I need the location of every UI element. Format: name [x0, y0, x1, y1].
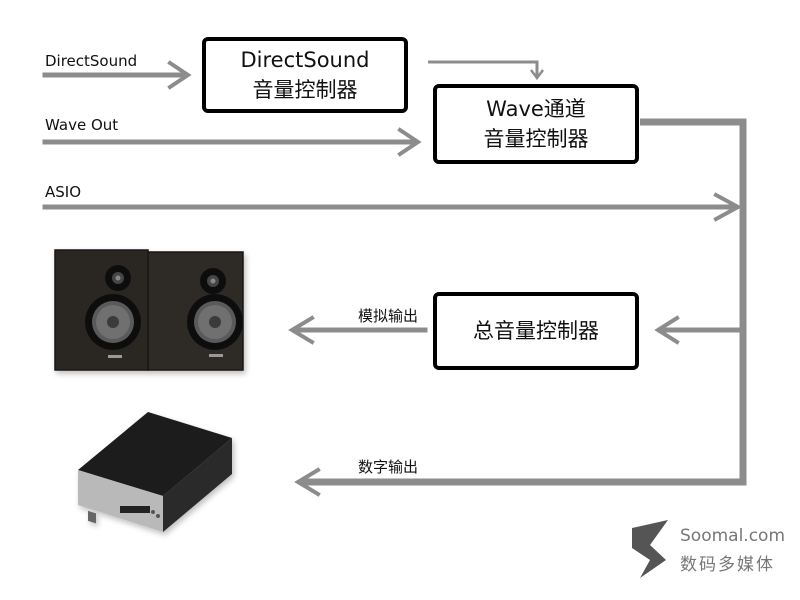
digital-audio-device-image — [78, 412, 232, 532]
directsound-to-wave-connector — [428, 60, 544, 81]
bookshelf-speakers-image — [54, 249, 244, 371]
wave-out-input-label: Wave Out — [45, 116, 119, 134]
wave-box-line2: 音量控制器 — [483, 127, 589, 151]
master-volume-controller-box: 总音量控制器 — [433, 292, 639, 370]
digital-output-arrowhead — [294, 467, 321, 497]
main-signal-bus — [300, 118, 747, 486]
directsound-input-arrow — [42, 60, 192, 90]
wave-out-input-arrow — [42, 127, 422, 157]
asio-input-label: ASIO — [45, 183, 82, 201]
analog-output-label: 模拟输出 — [358, 307, 419, 325]
asio-input-arrow — [42, 192, 743, 222]
directsound-box-line2: 音量控制器 — [252, 78, 358, 102]
wave-box-line1: Wave通道 — [486, 97, 586, 121]
directsound-input-label: DirectSound — [45, 52, 138, 70]
analog-output-arrow — [288, 315, 428, 345]
bus-to-master-arrow — [654, 315, 746, 345]
brand-subtitle: 数码多媒体 — [680, 555, 775, 575]
soomal-logo-mark — [632, 520, 668, 578]
master-box-line1: 总音量控制器 — [473, 319, 599, 343]
soomal-watermark: Soomal.com 数码多媒体 — [628, 522, 788, 582]
directsound-box-line1: DirectSound — [240, 48, 370, 72]
brand-name: Soomal.com — [680, 526, 786, 546]
wave-channel-volume-controller-box: Wave通道 音量控制器 — [433, 84, 639, 164]
directsound-volume-controller-box: DirectSound 音量控制器 — [202, 37, 408, 113]
digital-output-label: 数字输出 — [358, 458, 419, 476]
